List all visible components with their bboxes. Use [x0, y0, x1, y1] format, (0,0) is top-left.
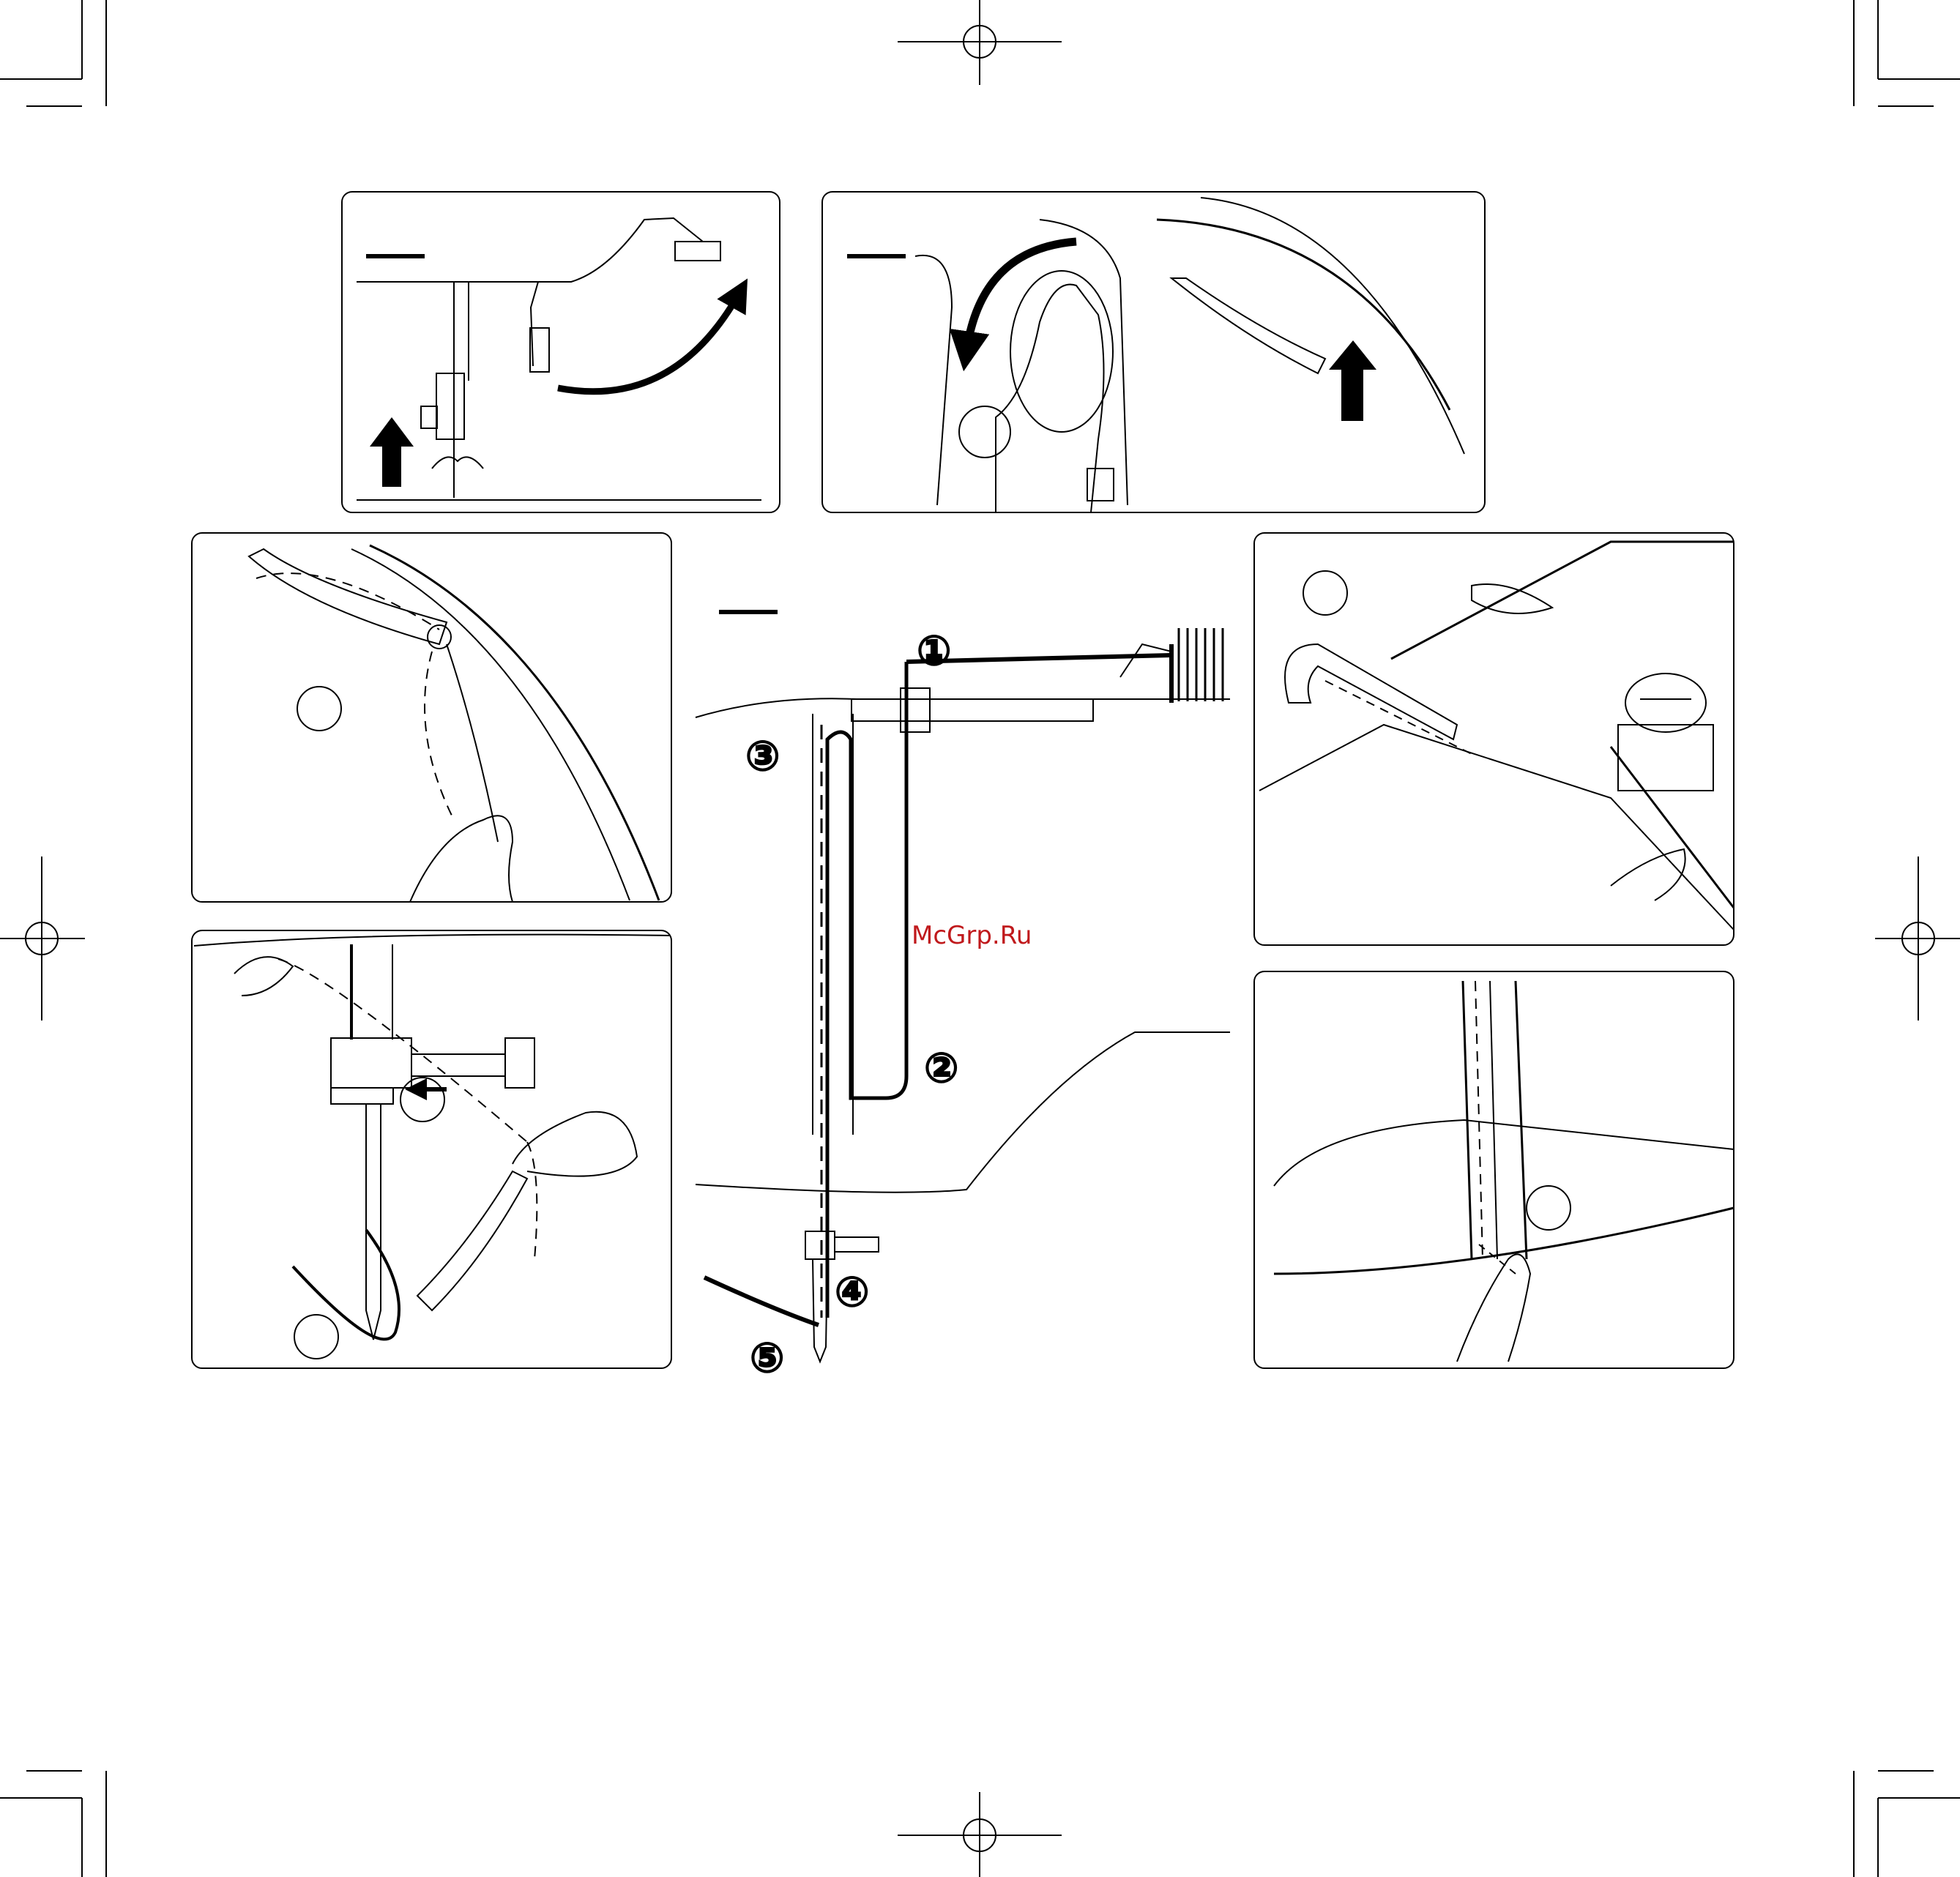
- threading-diagram: ① ② ③ ④ ⑤: [696, 612, 1230, 1382]
- watermark: McGrp.Ru: [912, 921, 1032, 950]
- registration-mark-top: [898, 0, 1062, 85]
- panel-turn-handwheel: [822, 192, 1485, 512]
- step-circle: [1303, 571, 1347, 615]
- up-arrow-icon: [370, 417, 414, 487]
- registration-mark-bottom: [898, 1792, 1062, 1877]
- step-1-label: ①: [917, 627, 951, 675]
- registration-mark-right: [1875, 857, 1960, 1020]
- step-2-label: ②: [924, 1045, 958, 1092]
- panel-thread-needle: [192, 930, 671, 1368]
- counterclockwise-arrow-icon: [966, 242, 1076, 351]
- step-circle: [1527, 1186, 1570, 1230]
- step-3-label: ③: [745, 733, 780, 780]
- panel-thread-guide-top: [1254, 533, 1734, 945]
- registration-mark-left: [0, 857, 85, 1020]
- up-arrow-icon: [1329, 340, 1376, 421]
- panel-thread-tension: [1254, 971, 1734, 1368]
- step-4-label: ④: [835, 1269, 869, 1316]
- step-5-label: ⑤: [750, 1335, 784, 1382]
- step-circle: [297, 687, 341, 731]
- panel-take-up-lever: [192, 533, 671, 902]
- step-circle: [294, 1315, 338, 1359]
- panel-raise-presser-foot: [342, 192, 780, 512]
- step-circle: [400, 1078, 444, 1122]
